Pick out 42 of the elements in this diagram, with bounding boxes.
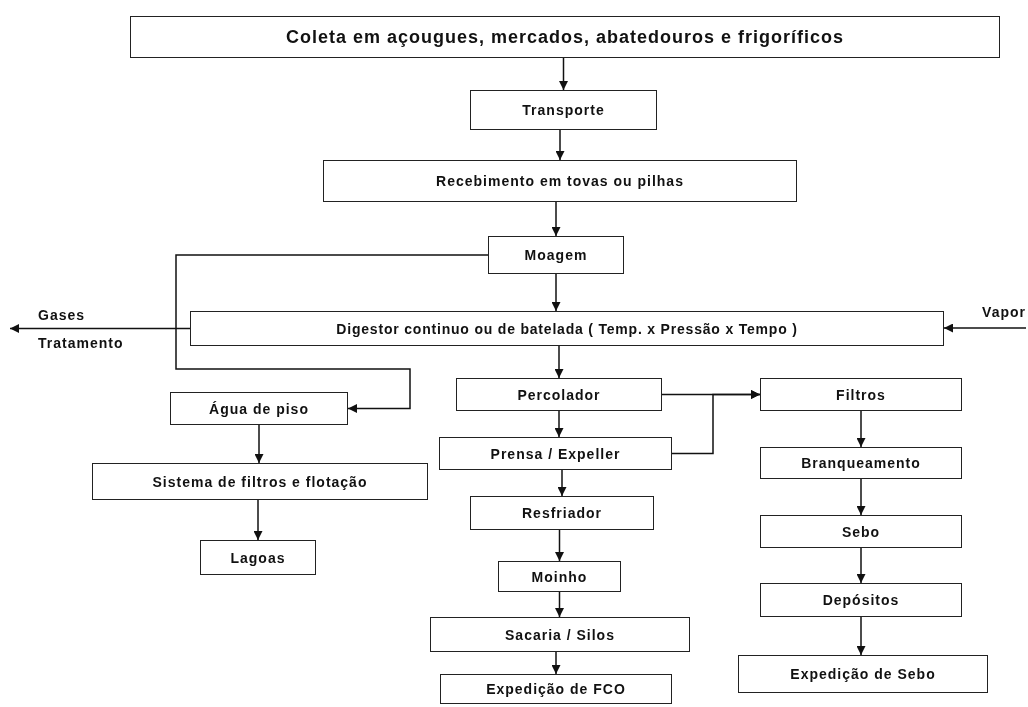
process-box: Sistema de filtros e flotação (92, 463, 428, 500)
flow-label: Gases (38, 307, 86, 323)
arrow (856, 547, 866, 584)
arrow (856, 616, 866, 656)
process-box: Coleta em açougues, mercados, abatedouros e frigoríficos (130, 16, 1000, 58)
arrow (551, 273, 561, 312)
arrow (557, 469, 567, 497)
process-box: Transporte (470, 90, 657, 130)
arrow (943, 323, 1027, 333)
arrow (554, 410, 564, 438)
arrow (175, 254, 489, 413)
arrow (9, 324, 191, 333)
process-box: Filtros (760, 378, 962, 411)
flow-label: Vapor (982, 304, 1026, 320)
process-box: Expedição de FCO (440, 674, 672, 704)
arrow (555, 591, 564, 618)
arrow (555, 129, 565, 161)
process-box: Prensa / Expeller (439, 437, 672, 470)
process-box: Expedição de Sebo (738, 655, 988, 693)
arrow (551, 201, 561, 237)
arrow (551, 651, 561, 675)
arrow (253, 499, 263, 541)
process-box: Recebimento em tovas ou pilhas (323, 160, 797, 202)
process-box: Depósitos (760, 583, 962, 617)
flow-label: Tratamento (38, 335, 124, 351)
arrow (554, 345, 564, 379)
arrow (856, 478, 866, 516)
process-box: Sebo (760, 515, 962, 548)
process-box: Branqueamento (760, 447, 962, 479)
process-box: Sacaria / Silos (430, 617, 690, 652)
process-box: Moinho (498, 561, 621, 592)
arrow (856, 410, 866, 448)
arrow (671, 390, 761, 455)
process-box: Lagoas (200, 540, 316, 575)
process-box: Água de piso (170, 392, 348, 425)
arrow (555, 529, 564, 562)
process-box: Percolador (456, 378, 662, 411)
arrow (559, 57, 568, 91)
process-box: Digestor continuo ou de batelada ( Temp. x Pressão x Tempo ) (190, 311, 944, 346)
process-box: Moagem (488, 236, 624, 274)
arrow (254, 424, 264, 464)
process-box: Resfriador (470, 496, 654, 530)
